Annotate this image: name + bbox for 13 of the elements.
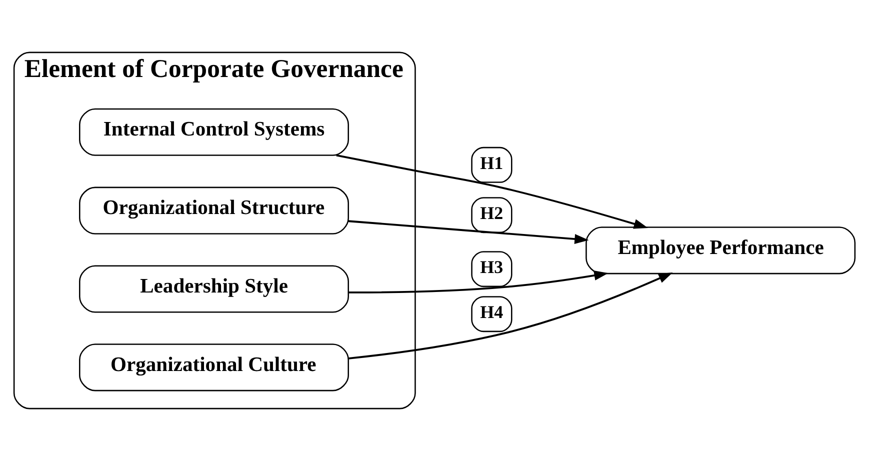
edge-label: H1 — [480, 153, 504, 174]
arrow — [348, 220, 589, 244]
edge-label: H3 — [480, 257, 504, 278]
arrow — [348, 272, 673, 360]
node-box: Organizational Structure — [79, 186, 349, 234]
arrow — [336, 154, 648, 229]
edge-label: H4 — [480, 302, 504, 322]
node-box: Organizational Culture — [79, 344, 349, 392]
edge-label: H2 — [480, 203, 504, 224]
node-box: Leadership Style — [79, 265, 349, 313]
node-box: Internal Control Systems — [79, 108, 349, 156]
node-box: Employee Performance — [586, 226, 856, 274]
arrow — [348, 270, 608, 294]
